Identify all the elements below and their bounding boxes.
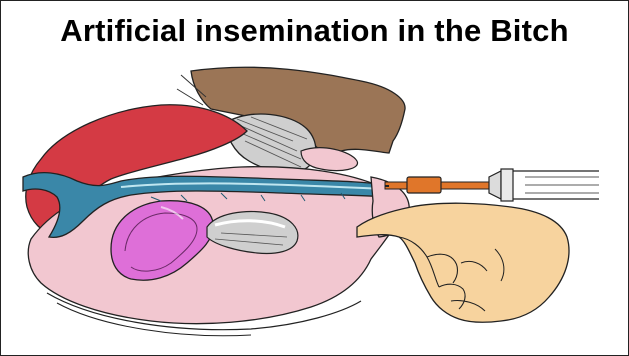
hand [357, 203, 569, 322]
syringe [489, 169, 599, 201]
